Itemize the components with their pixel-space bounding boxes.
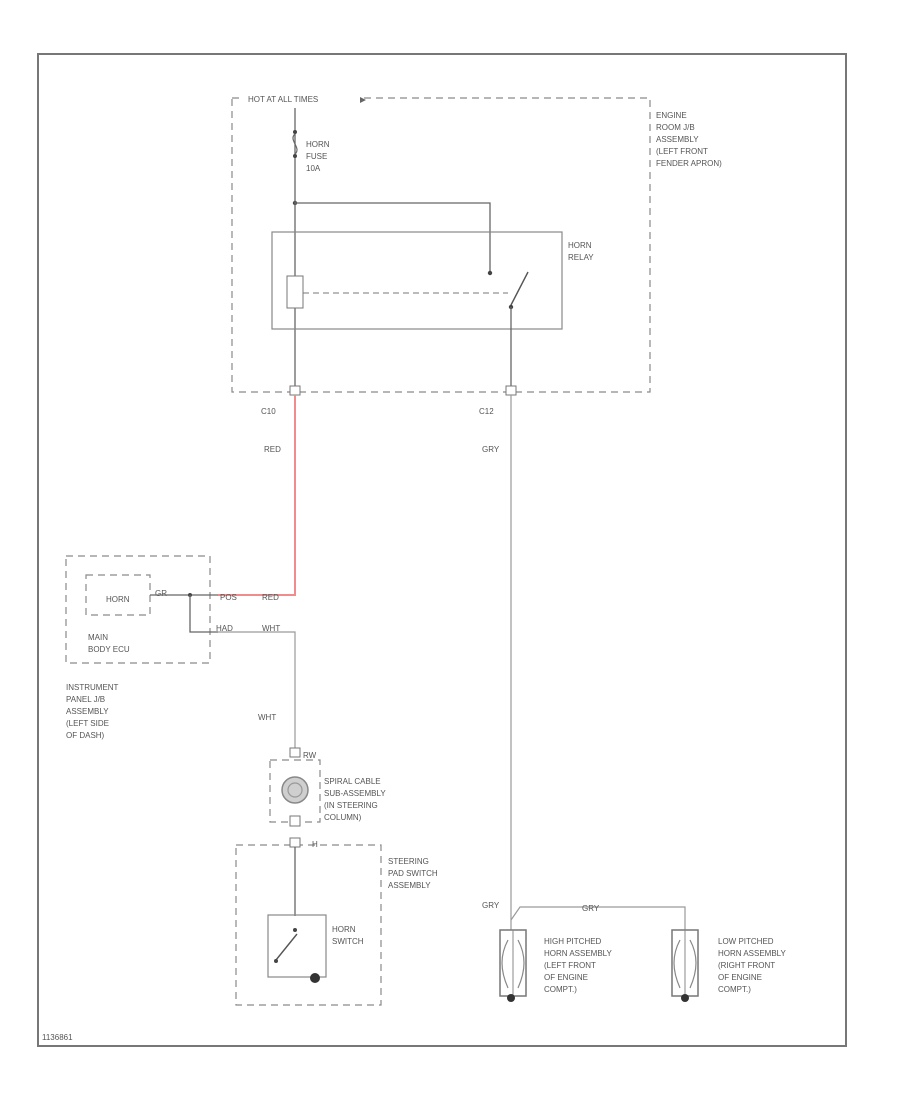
fuse-header-bg: [244, 93, 364, 104]
ecu-pin-had: HAD: [216, 624, 233, 633]
spiral-cable-bottom-connector: [289, 815, 301, 827]
horn-relay-label-1: HORN: [568, 241, 592, 250]
high-horn-label-3: (LEFT FRONT: [544, 961, 596, 970]
high-pitched-horn: HIGH PITCHED HORN ASSEMBLY (LEFT FRONT O…: [499, 929, 613, 1002]
engine-room-label-3: ASSEMBLY: [656, 135, 699, 144]
low-horn-cone-left: [673, 939, 681, 989]
instrument-panel-jb-outline: [65, 555, 211, 664]
fuse-top-terminal: [293, 130, 297, 134]
spiral-cable-label-4: COLUMN): [324, 813, 362, 822]
low-horn-ground-icon: [681, 994, 689, 1002]
high-horn-cone-left: [501, 939, 509, 989]
instrument-panel-label-4: (LEFT SIDE: [66, 719, 109, 728]
fuse-header-arrow-icon: [360, 97, 366, 103]
steering-pad-ground-icon: [310, 973, 320, 983]
steering-pad-outline: [235, 844, 382, 1006]
steering-pad-pin: H: [312, 840, 318, 849]
low-horn-label-2: HORN ASSEMBLY: [718, 949, 787, 958]
spiral-cable: RW SPIRAL CABLE SUB-ASSEMBLY (IN STEERIN…: [269, 747, 386, 827]
horn-relay-label-2: RELAY: [568, 253, 594, 262]
horn-switch-contact: [293, 928, 297, 932]
horn-fuse-label-1: HORN: [306, 140, 330, 149]
horn-switch-label-2: SWITCH: [332, 937, 364, 946]
horn-switch-pivot: [274, 959, 278, 963]
low-horn-label-4: OF ENGINE: [718, 973, 762, 982]
relay-switch-arm: [510, 271, 529, 306]
gry-wire-label-branch: GRY: [582, 904, 600, 913]
low-horn-cone-right: [689, 939, 697, 989]
steering-pad-connector: [289, 837, 301, 848]
ecu-pin-pos: POS: [220, 593, 237, 602]
fuse-header-label: HOT AT ALL TIMES: [248, 95, 318, 104]
gry-wire-branch: [510, 906, 686, 930]
wht-wire: [218, 631, 296, 755]
spiral-cable-icon: [281, 776, 309, 804]
spiral-cable-inner: [287, 782, 303, 798]
gry-wire-label-horn: GRY: [482, 901, 500, 910]
high-horn-label-2: HORN ASSEMBLY: [544, 949, 613, 958]
horn-switch-box: [267, 914, 327, 978]
instrument-panel-label: INSTRUMENT PANEL J/B ASSEMBLY (LEFT SIDE…: [66, 683, 119, 740]
high-horn-cone-right: [517, 939, 525, 989]
horn-relay-box: [271, 231, 563, 330]
high-horn-ground-icon: [507, 994, 515, 1002]
instrument-panel-label-2: PANEL J/B: [66, 695, 105, 704]
high-horn-label-5: COMPT.): [544, 985, 577, 994]
diagram-border: [37, 53, 847, 1047]
engine-room-jb: HOT AT ALL TIMES ENGINE ROOM J/B ASSEMBL…: [231, 93, 722, 416]
footer-code: 1136861: [42, 1033, 73, 1042]
ecu-label-1: MAIN: [88, 633, 108, 642]
low-horn-label-5: COMPT.): [718, 985, 751, 994]
spiral-cable-pin: RW: [303, 751, 317, 760]
spiral-cable-top-connector: [289, 747, 301, 758]
ecu-pin-gr: GR: [155, 589, 167, 598]
engine-room-jb-outline: [231, 97, 651, 393]
steering-pad-label-2: PAD SWITCH: [388, 869, 438, 878]
horn-switch-arm-icon: [275, 933, 298, 961]
high-horn-label-4: OF ENGINE: [544, 973, 588, 982]
instrument-panel-label-5: OF DASH): [66, 731, 105, 740]
spiral-cable-label-3: (IN STEERING: [324, 801, 378, 810]
fuse-bottom-terminal: [293, 154, 297, 158]
engine-room-label-4: (LEFT FRONT: [656, 147, 708, 156]
horn-fuse-label-2: FUSE: [306, 152, 327, 161]
connector-c12-label: C12: [479, 407, 494, 416]
wht-wire-label: WHT: [258, 713, 276, 722]
engine-room-label-5: FENDER APRON): [656, 159, 722, 168]
steering-pad-label-1: STEERING: [388, 857, 429, 866]
gry-wire-label: GRY: [482, 445, 500, 454]
ecu-internal-link: [189, 595, 218, 633]
wiring: RED RED GRY GRY GRY WHT WHT: [218, 395, 686, 930]
horn-fuse-icon: [292, 133, 298, 155]
spiral-cable-label-2: SUB-ASSEMBLY: [324, 789, 386, 798]
red-wire-label: RED: [264, 445, 281, 454]
connector-c10-icon: [289, 385, 301, 396]
relay-switch-feed-wire: [295, 202, 491, 272]
horn-switch-label-1: HORN: [332, 925, 356, 934]
instrument-panel-label-1: INSTRUMENT: [66, 683, 119, 692]
instrument-panel-label-3: ASSEMBLY: [66, 707, 109, 716]
spiral-cable-label-1: SPIRAL CABLE: [324, 777, 381, 786]
high-horn-label-1: HIGH PITCHED: [544, 937, 602, 946]
ecu-horn-label: HORN: [106, 595, 130, 604]
steering-pad-label-3: ASSEMBLY: [388, 881, 431, 890]
ecu-label-2: BODY ECU: [88, 645, 130, 654]
connector-c10-label: C10: [261, 407, 276, 416]
low-horn-label-1: LOW PITCHED: [718, 937, 774, 946]
engine-room-label-2: ROOM J/B: [656, 123, 695, 132]
main-body-ecu: HORN GR POS HAD MAIN BODY ECU: [65, 555, 237, 664]
steering-pad-switch: H STEERING PAD SWITCH ASSEMBLY HORN SWIT…: [235, 837, 438, 1006]
low-horn-label-3: (RIGHT FRONT: [718, 961, 775, 970]
wht-wire-label-ecu: WHT: [262, 624, 280, 633]
relay-switch-contact: [487, 270, 493, 276]
relay-coil-icon: [286, 275, 304, 309]
engine-room-label-1: ENGINE: [656, 111, 687, 120]
horn-fuse-label-3: 10A: [306, 164, 321, 173]
red-wire: [218, 395, 296, 596]
low-pitched-horn: LOW PITCHED HORN ASSEMBLY (RIGHT FRONT O…: [671, 929, 787, 1002]
connector-c12-icon: [505, 385, 517, 396]
red-wire-label-ecu: RED: [262, 593, 279, 602]
